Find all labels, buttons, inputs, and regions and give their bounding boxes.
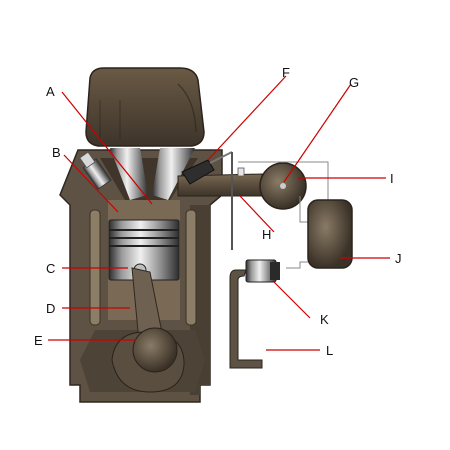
label-k: K (320, 312, 329, 327)
water-jacket-right (185, 209, 197, 326)
exhaust-port (152, 148, 195, 200)
label-j: J (395, 251, 402, 266)
temp-sensor (237, 167, 245, 177)
crankshaft (111, 327, 185, 393)
label-h: H (262, 227, 271, 242)
label-d: D (46, 301, 55, 316)
cylinder-head-cover (85, 67, 205, 147)
label-a: A (46, 84, 55, 99)
spark-plug (79, 151, 112, 190)
label-g: G (349, 75, 359, 90)
label-e: E (34, 333, 43, 348)
label-b: B (52, 145, 61, 160)
fuel-line (229, 259, 280, 369)
throttle-body (259, 162, 307, 210)
ecu (307, 199, 353, 269)
label-f: F (282, 65, 290, 80)
map-sensor (181, 159, 215, 185)
intake-tube (177, 151, 263, 250)
label-l: L (326, 343, 333, 358)
labels: A B C D E F G H I J K L (34, 65, 402, 358)
label-i: I (390, 171, 394, 186)
leader-lines (48, 75, 390, 351)
label-c: C (46, 261, 55, 276)
